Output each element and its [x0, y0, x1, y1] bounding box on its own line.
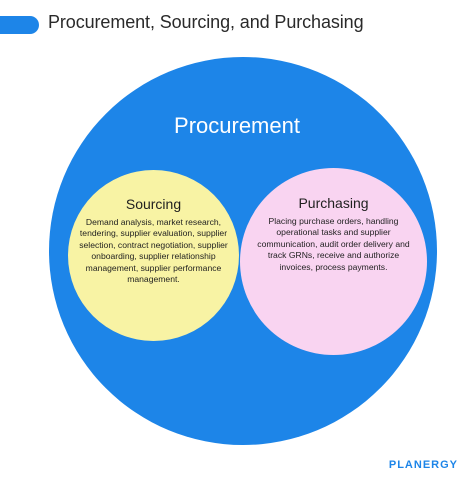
sourcing-circle: Sourcing Demand analysis, market researc…	[68, 170, 239, 341]
purchasing-description: Placing purchase orders, handling operat…	[257, 216, 410, 272]
planergy-logo: PLANERGY	[388, 459, 458, 471]
purchasing-circle: Purchasing Placing purchase orders, hand…	[240, 168, 427, 355]
title-accent-bar	[0, 16, 39, 34]
purchasing-title: Purchasing	[298, 195, 369, 211]
sourcing-description: Demand analysis, market research, tender…	[79, 217, 228, 285]
page-title: Procurement, Sourcing, and Purchasing	[48, 12, 364, 32]
sourcing-title: Sourcing	[125, 196, 182, 212]
procurement-label: Procurement	[174, 113, 300, 138]
